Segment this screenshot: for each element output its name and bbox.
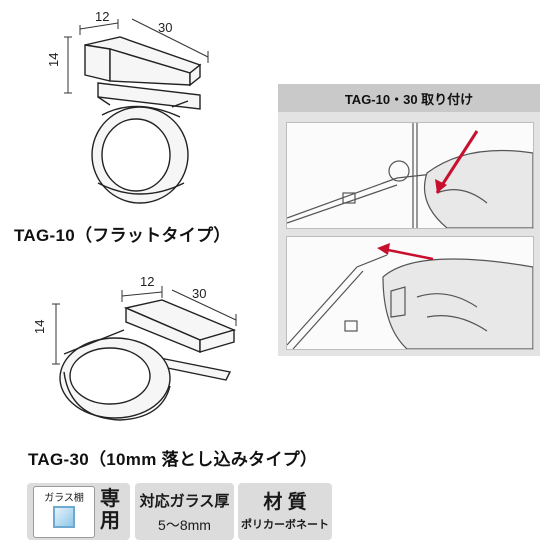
tag10-drawing: 12 30 14 [46,9,209,204]
installation-panel: TAG-10・30 取り付け [278,84,540,356]
tag30-drawing: 12 30 14 [32,274,237,421]
material-badge: 材 質 ポリカーボネート [238,483,332,540]
dedicated-label: 専用 [100,488,120,532]
thickness-title: 対応ガラス厚 [139,493,230,510]
glass-shelf-small-label: ガラス棚 [44,493,84,504]
slide-arrow-icon [382,247,434,261]
material-title: 材 質 [263,492,307,513]
insert-arrow-icon [435,130,479,194]
tag30-dim-height: 14 [32,320,47,334]
tag10-dim-height: 14 [46,53,61,67]
glass-shelf-badge: ガラス棚 専用 [27,483,130,540]
tag10-title: TAG-10（フラットタイプ） [14,226,231,245]
tag30-dim-width: 12 [140,274,154,289]
tag10-dim-width: 12 [95,9,109,24]
material-value: ポリカーボネート [241,519,329,531]
tag30-title: TAG-30（10mm 落とし込みタイプ） [28,450,318,469]
thickness-badge: 対応ガラス厚 5〜8mm [135,483,234,540]
tag10-dim-length: 30 [158,20,172,35]
installation-photo-1 [286,122,534,229]
tag30-dim-length: 30 [192,286,206,301]
glass-pane-icon [53,506,75,528]
thickness-value: 5〜8mm [158,517,211,533]
installation-header: TAG-10・30 取り付け [278,84,540,112]
installation-photo-2 [286,236,534,350]
glass-shelf-box: ガラス棚 [33,486,95,538]
